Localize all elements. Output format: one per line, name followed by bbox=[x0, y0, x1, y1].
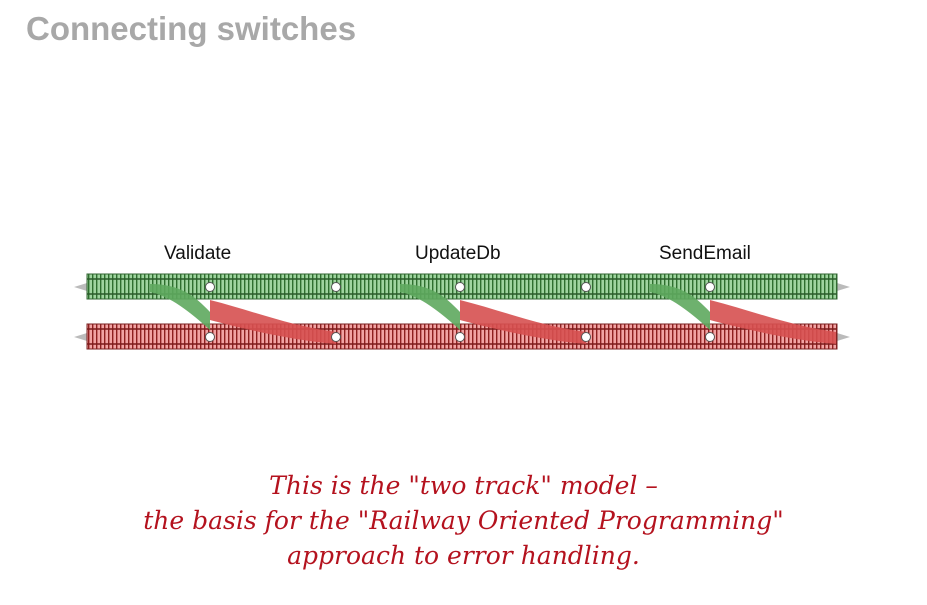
note-line-1: This is the "two track" model – bbox=[269, 471, 658, 500]
slide-title: Connecting switches bbox=[26, 10, 357, 47]
switch-label-updatedb: UpdateDb bbox=[415, 243, 501, 264]
switch-connectors bbox=[150, 284, 836, 344]
handwritten-note: This is the "two track" model – the basi… bbox=[0, 468, 927, 573]
switch-label-validate: Validate bbox=[164, 243, 232, 264]
switch-label-sendemail: SendEmail bbox=[659, 243, 751, 264]
note-line-2: the basis for the "Railway Oriented Prog… bbox=[143, 506, 784, 535]
note-line-3: approach to error handling. bbox=[287, 541, 640, 570]
junction-markers bbox=[205, 282, 715, 342]
